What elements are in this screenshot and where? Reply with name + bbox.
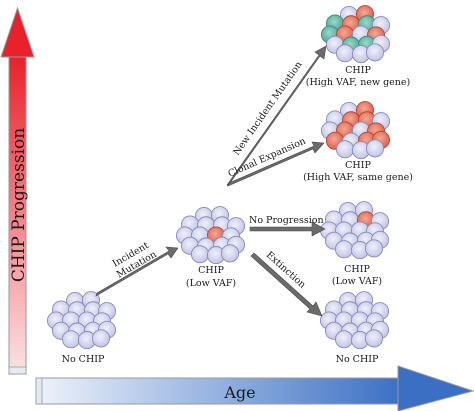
stage-label-high-new-1: CHIP — [345, 65, 371, 76]
y-axis-label: CHIP Progression — [9, 128, 29, 282]
arrow-new-incident-mutation — [226, 45, 327, 187]
chip-progression-arrow — [0, 6, 35, 375]
arrow-incident-mutation — [95, 246, 179, 297]
normal-cell — [334, 240, 354, 259]
normal-cell — [190, 245, 210, 264]
normal-cell — [335, 44, 355, 63]
normal-cell — [61, 330, 81, 349]
cell-cluster-high-new-gene — [320, 5, 391, 64]
age-arrow — [35, 365, 474, 411]
normal-cell — [364, 329, 384, 348]
stage-label-high-same-2: (High VAF, same gene) — [303, 172, 413, 183]
cell-cluster-no-chip-end — [319, 291, 390, 350]
x-axis-label: Age — [223, 383, 255, 402]
normal-cell — [364, 239, 384, 258]
stage-label-no-chip-start: No CHIP — [62, 354, 105, 365]
arrow-extinction — [250, 252, 323, 317]
normal-cell — [365, 139, 385, 158]
stage-label-chip-low-1: CHIP — [198, 265, 224, 276]
arrow-no-progression — [249, 221, 326, 237]
stage-label-chip-low-2: (Low VAF) — [186, 278, 236, 289]
normal-cell — [220, 244, 240, 263]
normal-cell — [91, 329, 111, 348]
stage-label-low-end-1: CHIP — [344, 264, 370, 275]
stage-label-high-same-1: CHIP — [345, 160, 371, 171]
normal-cell — [365, 43, 385, 62]
cell-cluster-low-end — [319, 201, 390, 260]
stage-label-no-chip-end: No CHIP — [336, 354, 379, 365]
normal-cell — [334, 330, 354, 349]
stage-label-high-new-2: (High VAF, new gene) — [306, 77, 411, 88]
stage-label-low-end-2: (Low VAF) — [332, 276, 382, 287]
label-no-progression: No Progression — [249, 215, 324, 226]
cell-cluster-no-chip-start — [46, 291, 117, 350]
cell-cluster-chip-low — [175, 206, 246, 265]
cell-cluster-high-same-gene — [320, 101, 391, 160]
arrow-clonal-expansion — [227, 141, 325, 187]
normal-cell — [335, 140, 355, 159]
